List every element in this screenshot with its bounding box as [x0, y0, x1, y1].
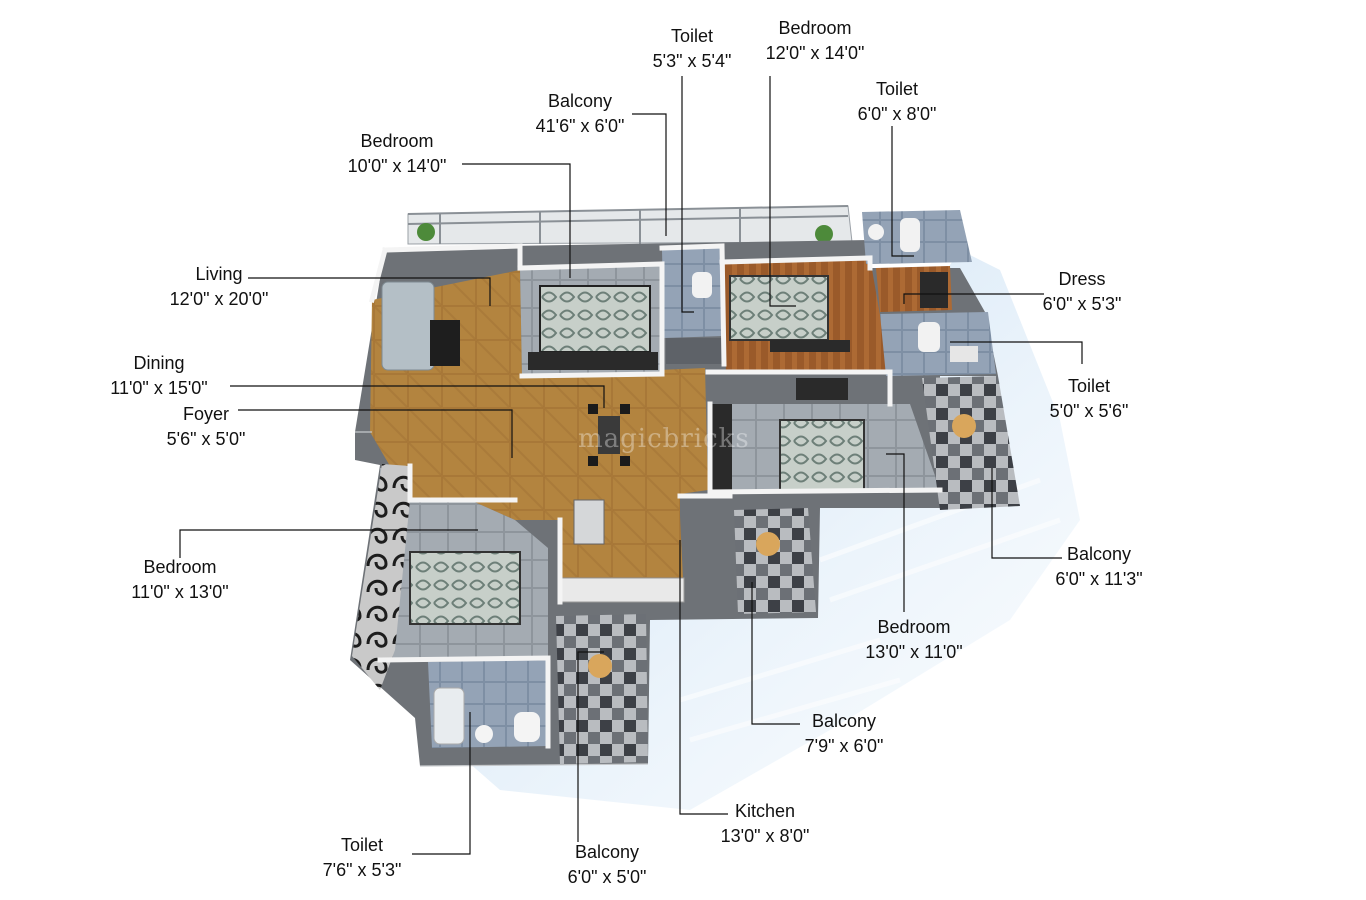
- room-size: 6'0" x 11'3": [1055, 569, 1143, 589]
- room-size: 6'0" x 5'3": [1042, 294, 1122, 314]
- room-name: Dress: [1058, 269, 1106, 289]
- room-size: 5'0" x 5'6": [1049, 401, 1129, 421]
- label-balcony-bottom: Balcony 6'0" x 5'0": [552, 840, 662, 890]
- room-size: 6'0" x 8'0": [857, 104, 937, 124]
- room-name: Bedroom: [360, 131, 434, 151]
- room-size: 13'0" x 8'0": [720, 826, 810, 846]
- room-size: 11'0" x 13'0": [131, 582, 229, 602]
- room-size: 5'3" x 5'4": [652, 51, 732, 71]
- label-bedroom-top-left: Bedroom 10'0" x 14'0": [327, 129, 467, 179]
- label-kitchen: Kitchen 13'0" x 8'0": [700, 799, 830, 849]
- label-dress: Dress 6'0" x 5'3": [1027, 267, 1137, 317]
- room-name: Kitchen: [734, 801, 796, 821]
- room-name: Dining: [133, 353, 185, 373]
- room-name: Bedroom: [143, 557, 217, 577]
- room-size: 7'9" x 6'0": [804, 736, 884, 756]
- room-name: Living: [195, 264, 243, 284]
- label-foyer: Foyer 5'6" x 5'0": [151, 402, 261, 452]
- room-name: Bedroom: [778, 18, 852, 38]
- room-size: 13'0" x 11'0": [865, 642, 963, 662]
- label-bedroom-top: Bedroom 12'0" x 14'0": [745, 16, 885, 66]
- watermark: magicbricks: [578, 424, 750, 454]
- room-name: Balcony: [574, 842, 640, 862]
- room-name: Balcony: [547, 91, 613, 111]
- room-size: 10'0" x 14'0": [347, 156, 447, 176]
- room-size: 5'6" x 5'0": [166, 429, 246, 449]
- label-bedroom-left: Bedroom 11'0" x 13'0": [110, 555, 250, 605]
- room-size: 7'6" x 5'3": [322, 860, 402, 880]
- room-size: 41'6" x 6'0": [535, 116, 625, 136]
- room-size: 6'0" x 5'0": [567, 867, 647, 887]
- leader-lines: [179, 76, 1083, 855]
- room-name: Toilet: [1067, 376, 1111, 396]
- label-balcony-right: Balcony 6'0" x 11'3": [1037, 542, 1161, 592]
- label-balcony-top: Balcony 41'6" x 6'0": [515, 89, 645, 139]
- room-name: Toilet: [340, 835, 384, 855]
- label-toilet-top-right: Toilet 6'0" x 8'0": [837, 77, 957, 127]
- room-size: 12'0" x 14'0": [765, 43, 865, 63]
- label-bedroom-right: Bedroom 13'0" x 11'0": [844, 615, 984, 665]
- room-name: Toilet: [670, 26, 714, 46]
- room-name: Foyer: [182, 404, 229, 424]
- room-name: Toilet: [875, 79, 919, 99]
- room-size: 11'0" x 15'0": [110, 378, 208, 398]
- room-name: Balcony: [1066, 544, 1132, 564]
- label-balcony-mid: Balcony 7'9" x 6'0": [789, 709, 899, 759]
- label-toilet-right: Toilet 5'0" x 5'6": [1034, 374, 1144, 424]
- room-name: Balcony: [811, 711, 877, 731]
- label-dining: Dining 11'0" x 15'0": [94, 351, 224, 401]
- room-name: Bedroom: [877, 617, 951, 637]
- room-size: 12'0" x 20'0": [169, 289, 269, 309]
- label-toilet-bottom: Toilet 7'6" x 5'3": [302, 833, 422, 883]
- label-living: Living 12'0" x 20'0": [154, 262, 284, 312]
- label-toilet-top: Toilet 5'3" x 5'4": [632, 24, 752, 74]
